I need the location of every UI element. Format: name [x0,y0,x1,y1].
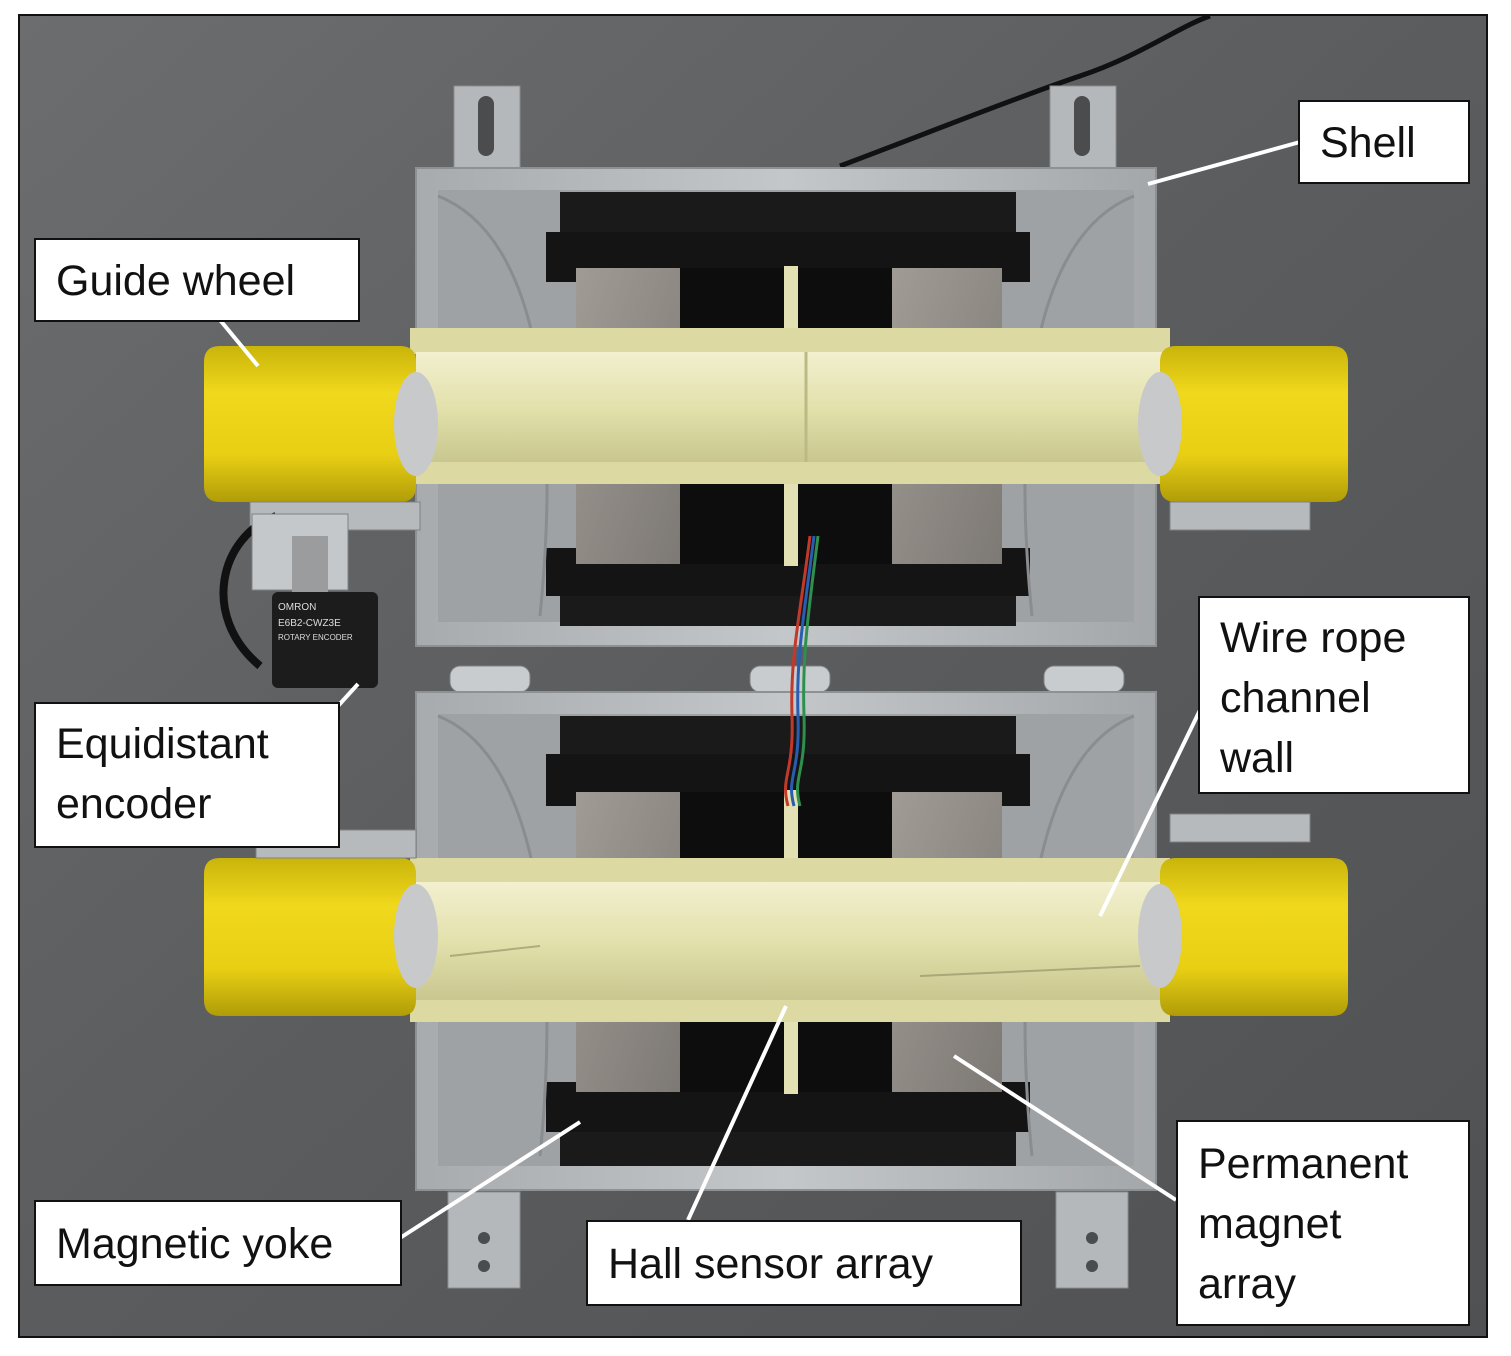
callout-channel-line3: wall [1220,734,1295,782]
callout-shell: Shell [1298,100,1470,184]
callout-equidistant-encoder: Equidistant encoder [34,702,340,848]
encoder-sticker-brand: OMRON [278,602,316,613]
guide-wheels [204,346,1348,1016]
callout-hall-sensor-text: Hall sensor array [608,1240,933,1288]
hinges [449,665,1125,693]
callout-encoder-line1: Equidistant [56,720,269,768]
callout-wire-rope-channel-wall: Wire rope channel wall [1198,596,1470,794]
callout-hall-sensor-array: Hall sensor array [586,1220,1022,1306]
callout-channel-line2: channel [1220,674,1371,722]
callout-channel-line1: Wire rope [1220,614,1407,662]
encoder-sticker-type: ROTARY ENCODER [278,633,353,642]
figure-frame: OMRON E6B2-CWZ3E ROTARY ENCODER Shell Gu… [18,14,1488,1338]
equidistant-encoder-device: OMRON E6B2-CWZ3E ROTARY ENCODER [219,512,378,688]
sensor-wires-blue [790,535,816,807]
callout-permanent-magnet-array: Permanent magnet array [1176,1120,1470,1326]
callout-guide-wheel-text: Guide wheel [56,257,296,305]
callout-magnetic-yoke-text: Magnetic yoke [56,1220,334,1268]
encoder-sticker-model: E6B2-CWZ3E [278,618,341,629]
sensor-wires [784,535,812,807]
cable [839,16,1211,169]
callout-magnetic-yoke: Magnetic yoke [34,1200,402,1286]
top-channel-wall [410,328,1170,484]
callout-magnet-line1: Permanent [1198,1140,1409,1188]
callout-magnet-line2: magnet [1198,1200,1342,1248]
callout-magnet-line3: array [1198,1260,1296,1308]
callout-shell-text: Shell [1320,119,1416,167]
callout-guide-wheel: Guide wheel [34,238,360,322]
top-brackets [453,85,1117,177]
bottom-channel-wall [410,858,1170,1022]
sensor-wires-green [796,535,820,807]
callout-encoder-line2: encoder [56,780,212,828]
